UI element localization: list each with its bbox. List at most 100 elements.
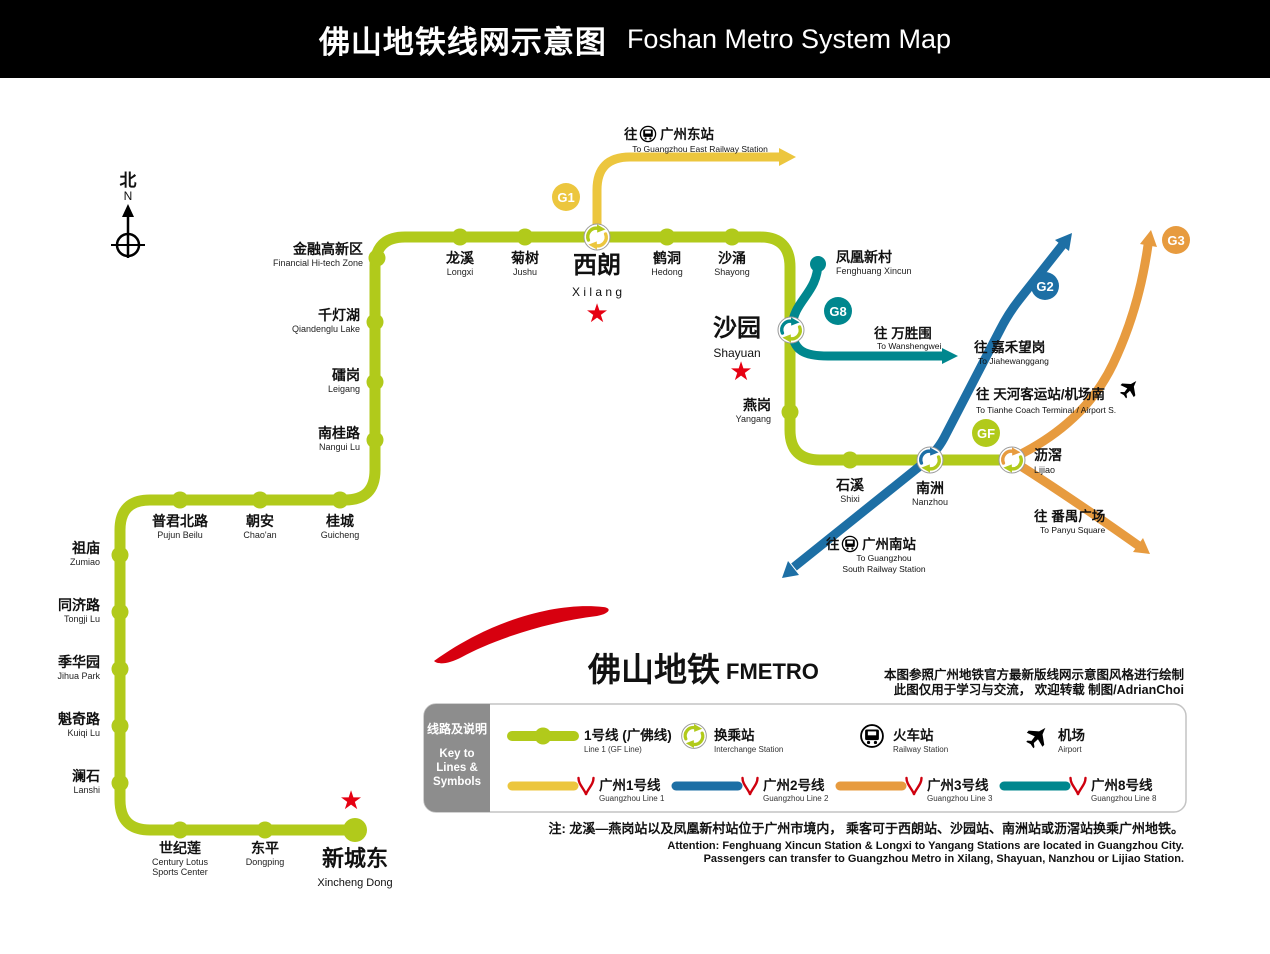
station-dot [111, 660, 129, 678]
station-dot [251, 491, 269, 509]
station-dot [723, 228, 741, 246]
destination-tianhe-zh: 往 天河客运站/机场南 [976, 386, 1105, 402]
legend-key-zh: 线路及说明 [427, 721, 487, 736]
badge-gf-circle [972, 419, 1000, 447]
station-label-shijilian-en1: Century Lotus [152, 857, 209, 867]
station-label-qiandenghu-zh: 千灯湖 [318, 307, 360, 323]
legend-airport-en: Airport [1058, 745, 1082, 754]
badge-g1-circle [552, 183, 580, 211]
station-label-tongji-en: Tongji Lu [64, 614, 100, 624]
station-label-chaoan-zh: 朝安 [246, 513, 274, 529]
station-label-longxi-en: Longxi [447, 267, 474, 277]
legend-line1-dot [534, 727, 552, 745]
destination-gz-east-prefix: 往 [624, 126, 638, 142]
gz-line3-arrow-south [1133, 538, 1150, 554]
station-dot [171, 491, 189, 509]
railway-station-icon [841, 535, 859, 553]
page-title-en: Foshan Metro System Map [626, 23, 952, 54]
destination-wanshengwei-zh: 往 万胜围 [874, 325, 932, 341]
legend-key-en2: Lines & [436, 762, 478, 774]
station-label-shixi-en: Shixi [840, 494, 860, 504]
station-label-jihua-en: Jihua Park [57, 671, 100, 681]
station-label-jinrong-en: Financial Hi-tech Zone [273, 258, 363, 268]
destination-panyu: 往 番禺广场 To Panyu Square [1034, 508, 1105, 535]
compass: 北 N [111, 171, 145, 258]
station-label-lijiao-zh: 沥滘 [1034, 447, 1062, 463]
gz-line8-arrow [942, 348, 958, 364]
station-dot [331, 491, 349, 509]
destination-jiahewanggang-zh: 往 嘉禾望岗 [974, 339, 1045, 355]
station-label-shijilian-zh: 世纪莲 [159, 840, 201, 856]
destination-jiahewanggang: 往 嘉禾望岗 To Jiahewanggang [974, 339, 1049, 366]
destination-gz-south: 往 广州南站 To Guangzhou South Railway Statio… [826, 535, 926, 574]
station-label-hedong-zh: 鹤洞 [653, 250, 681, 266]
station-label-dongping-en: Dongping [246, 857, 285, 867]
station-label-kuiqi-zh: 魁奇路 [58, 711, 101, 727]
destination-gz-east: 往 广州东站 To Guangzhou East Railway Station [624, 125, 768, 154]
station-label-pujun-en: Pujun Beilu [157, 530, 203, 540]
station-label-jushu-en: Jushu [513, 267, 537, 277]
line1-gf-path [114, 231, 1012, 836]
title-bar: 佛山地铁线网示意图 Foshan Metro System Map [0, 0, 1270, 78]
badge-g1-label: G1 [557, 190, 574, 205]
station-dot [366, 313, 384, 331]
gz-line2-arrow-south [782, 561, 799, 578]
badge-g2-label: G2 [1036, 279, 1053, 294]
station-dot [516, 228, 534, 246]
badge-g2: G2 [1031, 272, 1059, 300]
station-label-longxi-zh: 龙溪 [445, 250, 475, 266]
station-label-guicheng-en: Guicheng [321, 530, 360, 540]
station-label-xincheng-zh: 新城东 [322, 846, 388, 871]
legend: 线路及说明 Key to Lines & Symbols 1号线 (广佛线) L… [423, 703, 1187, 813]
legend-interchange-zh: 换乘站 [714, 727, 755, 743]
legend-gz8-zh: 广州8号线 [1091, 777, 1153, 793]
fmetro-logo-swoosh-icon [434, 606, 609, 664]
destination-wanshengwei: 往 万胜围 To Wanshengwei [874, 325, 942, 351]
fmetro-logo: 佛山地铁 FMETRO [434, 606, 819, 688]
star-shayuan: ★ [729, 356, 752, 386]
station-dot [451, 228, 469, 246]
badge-g8-circle [824, 297, 852, 325]
legend-gz8-en: Guangzhou Line 8 [1091, 794, 1157, 803]
note-zh: 注: 龙溪—燕岗站以及凤凰新村站位于广州市境内， 乘客可于西朗站、沙园站、南洲站… [548, 821, 1184, 836]
legend-line1-en: Line 1 (GF Line) [584, 745, 642, 754]
station-label-nanzhou-en: Nanzhou [912, 497, 948, 507]
station-dot [658, 228, 676, 246]
legend-line1-zh: 1号线 (广佛线) [584, 727, 672, 743]
gz-line2-arrow-north [1055, 233, 1072, 251]
station-label-fenghuang-en: Fenghuang Xincun [836, 266, 912, 276]
star-xinchengdong: ★ [339, 785, 362, 815]
station-label-nanguilu-zh: 南桂路 [318, 425, 361, 441]
station-label-yangang-zh: 燕岗 [743, 397, 771, 413]
station-label-shayong-en: Shayong [714, 267, 750, 277]
station-dot [366, 431, 384, 449]
station-label-lijiao-en: Lijiao [1034, 465, 1055, 475]
station-label-shayuan-en: Shayuan [713, 346, 760, 360]
destination-gz-south-en2: South Railway Station [842, 564, 925, 574]
station-label-hedong-en: Hedong [651, 267, 683, 277]
badge-g8: G8 [824, 297, 852, 325]
star-xilang: ★ [585, 298, 608, 328]
destination-gz-east-en: To Guangzhou East Railway Station [632, 144, 768, 154]
station-dot [111, 603, 129, 621]
station-dot [256, 821, 274, 839]
note-en2: Passengers can transfer to Guangzhou Met… [704, 853, 1184, 865]
station-label-lanshi-en: Lanshi [73, 785, 100, 795]
badge-g2-circle [1031, 272, 1059, 300]
credit-line2: 此图仅用于学习与交流， 欢迎转载 制图/AdrianChoi [894, 682, 1184, 697]
badge-g3-circle [1162, 226, 1190, 254]
station-dot-fenghuang [810, 256, 826, 272]
station-label-zumiao-en: Zumiao [70, 557, 100, 567]
credit-line1: 本图参照广州地铁官方最新版线网示意图风格进行绘制 [884, 667, 1184, 682]
station-label-jushu-zh: 菊树 [511, 250, 539, 266]
gz-line3-path-north [1011, 244, 1153, 463]
station-label-kuiqi-en: Kuiqi Lu [67, 728, 100, 738]
station-label-shayuan-zh: 沙园 [713, 315, 761, 342]
gz-line3-path-south [1013, 459, 1142, 550]
interchange-icon-shayuan [776, 315, 806, 345]
station-label-tongji-zh: 同济路 [58, 597, 101, 613]
badge-g8-label: G8 [829, 304, 846, 319]
station-label-lanshi-zh: 澜石 [72, 768, 100, 784]
station-label-xilang-en: X i l a n g [572, 285, 622, 299]
legend-railway-icon [860, 724, 884, 748]
